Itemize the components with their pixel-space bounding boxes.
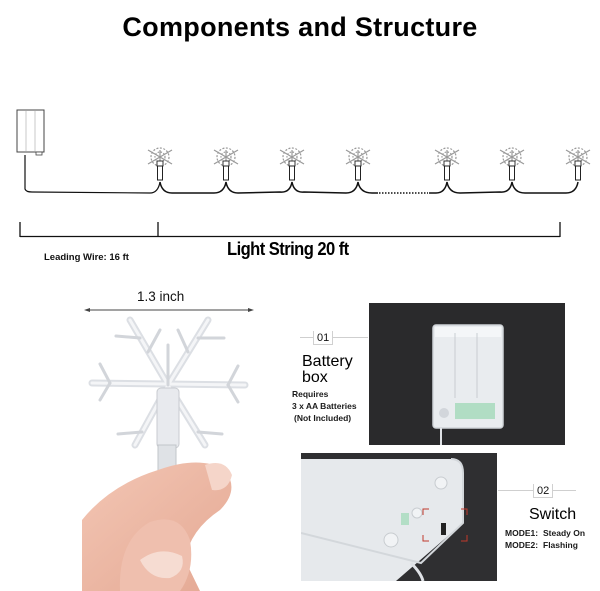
battery-note-line3: (Not Included)	[294, 413, 352, 423]
switch-number-badge: 02	[533, 484, 554, 498]
size-label: 1.3 inch	[137, 289, 185, 304]
dimension-arrow-icon	[84, 308, 254, 312]
switch-photo	[300, 453, 497, 582]
bulb-icon	[147, 147, 173, 181]
mode1-value: Steady On	[543, 528, 586, 538]
switch-heading: Switch	[529, 506, 577, 523]
bulb-icon	[499, 147, 525, 181]
bulb-icon	[345, 147, 371, 181]
string-wire	[159, 181, 378, 194]
battery-box-photo	[369, 303, 565, 445]
battery-note-line2: 3 x AA Batteries	[292, 401, 357, 411]
switch-highlight-frame	[422, 508, 468, 542]
bulb-icon	[565, 147, 591, 181]
bulb-icon	[434, 147, 460, 181]
battery-heading-line1: Battery	[302, 353, 353, 370]
battery-box-icon	[16, 109, 45, 156]
lead-wire-label: Leading Wire: 16 ft	[44, 252, 129, 263]
bulb-icon	[213, 147, 239, 181]
light-string-label: Light String 20 ft	[227, 239, 349, 259]
page-title: Components and Structure	[122, 12, 478, 42]
bulb-icon	[279, 147, 305, 181]
mode2-value: Flashing	[543, 540, 578, 550]
structure-diagram	[16, 109, 591, 238]
battery-note-line1: Requires	[292, 389, 329, 399]
mode1-label: MODE1:	[505, 528, 539, 538]
battery-heading-line2: box	[302, 369, 328, 386]
battery-number-badge: 01	[313, 331, 334, 345]
mode2-label: MODE2:	[505, 540, 539, 550]
length-bracket	[19, 222, 561, 238]
snowflake-bulb-photo	[82, 316, 249, 591]
battery-callout-line	[300, 337, 368, 338]
lead-wire	[24, 155, 161, 194]
